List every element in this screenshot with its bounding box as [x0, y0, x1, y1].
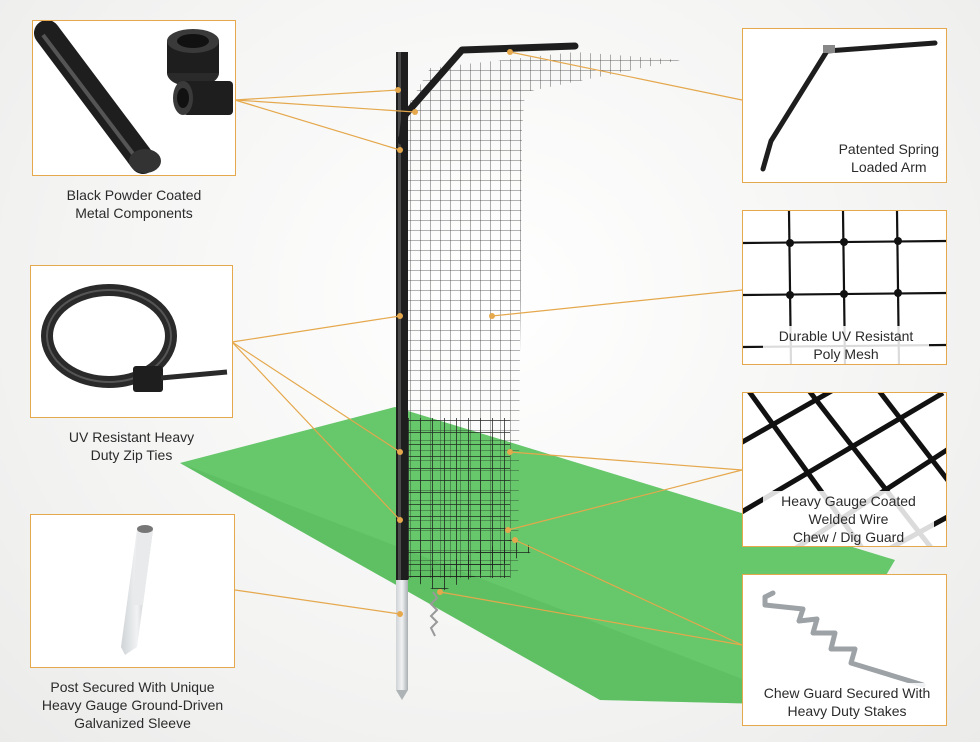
zip-tie-icon: [41, 284, 228, 392]
callout-lines: [231, 51, 743, 646]
stake-underground: [429, 591, 439, 637]
metal-components-box: [32, 20, 236, 176]
metal-tube-icon: [34, 21, 233, 174]
sleeve-box: [30, 514, 235, 668]
zip-ties-label: UV Resistant Heavy Duty Zip Ties: [68, 429, 195, 463]
welded-wire-box: Heavy Gauge Coated Welded Wire Chew / Di…: [742, 392, 947, 547]
poly-mesh-label: Durable UV Resistant Poly Mesh: [763, 326, 929, 364]
zip-ties-box: [30, 265, 233, 418]
welded-wire-label: Heavy Gauge Coated Welded Wire Chew / Di…: [763, 491, 934, 546]
sleeve-icon: [121, 525, 153, 655]
stake-icon: [762, 590, 926, 688]
spring-arm-box: Patented Spring Loaded Arm: [742, 28, 947, 183]
chew-guard-apron: [405, 540, 540, 592]
ground-strip: [180, 407, 895, 705]
spring-arm-icon: [760, 40, 938, 172]
stakes-label: Chew Guard Secured With Heavy Duty Stake…: [749, 683, 945, 721]
stakes-box: Chew Guard Secured With Heavy Duty Stake…: [742, 574, 947, 726]
metal-components-label: Black Powder Coated Metal Components: [66, 187, 202, 221]
spring-arm-label: Patented Spring Loaded Arm: [835, 139, 942, 177]
galvanized-sleeve: [396, 578, 408, 690]
sleeve-label: Post Secured With Unique Heavy Gauge Gro…: [41, 679, 224, 731]
spring-arm: [398, 42, 579, 144]
poly-mesh-box: Durable UV Resistant Poly Mesh: [742, 210, 947, 365]
callout-dots: [395, 49, 518, 617]
